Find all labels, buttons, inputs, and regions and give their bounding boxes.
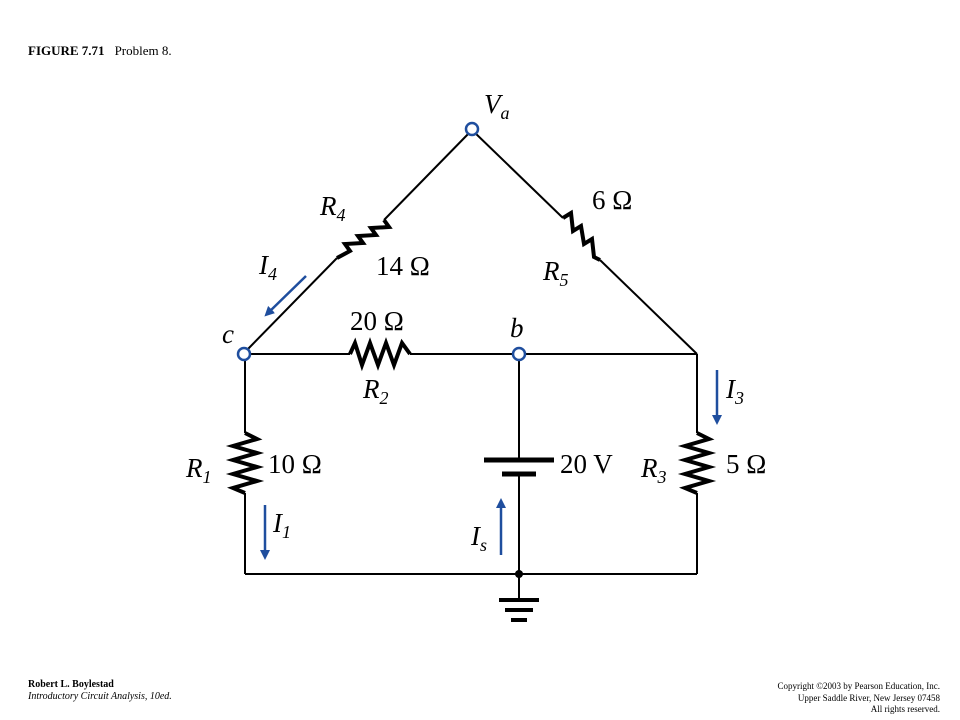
- resistors: [225, 209, 717, 495]
- node-c-label: c: [222, 319, 234, 349]
- r4-label: R4: [319, 191, 346, 225]
- node-b-terminal: [511, 346, 527, 362]
- node-c-terminal: [236, 346, 252, 362]
- figure-number: FIGURE 7.71: [28, 43, 105, 58]
- wires: [244, 129, 698, 600]
- arrow-i4: [264, 275, 307, 317]
- figure-caption: FIGURE 7.71 Problem 8.: [28, 43, 172, 59]
- r2-label: R2: [362, 374, 389, 408]
- resistor-r4-zigzag: [336, 218, 393, 260]
- i1-label: I1: [272, 508, 291, 542]
- r5-label: R5: [542, 256, 569, 290]
- resistor-r2-zigzag: [348, 337, 412, 372]
- r1-label: R1: [185, 453, 212, 487]
- wire-va-r4: [383, 129, 473, 221]
- address-line: Upper Saddle River, New Jersey 07458: [797, 692, 940, 703]
- r4-value: 14 Ω: [376, 251, 430, 281]
- resistor-r5-zigzag: [561, 209, 601, 262]
- resistor-r1-zigzag: [225, 431, 265, 495]
- wire-r5-right: [599, 259, 698, 355]
- r5-value: 6 Ω: [592, 185, 632, 215]
- node-a-label: Va: [484, 89, 510, 123]
- problem-label: Problem 8.: [114, 43, 172, 58]
- node-a-terminal: [464, 121, 480, 137]
- resistor-r3-zigzag: [677, 431, 717, 495]
- footer-author: Robert L. Boylestad: [28, 679, 114, 690]
- is-label: Is: [470, 521, 487, 555]
- junction-dot-bottom: [515, 570, 523, 578]
- r3-label: R3: [640, 453, 667, 487]
- wire-va-r5: [471, 129, 564, 219]
- r1-value: 10 Ω: [268, 449, 322, 479]
- r2-value: 20 Ω: [350, 306, 404, 336]
- copyright-line: Copyright ©2003 by Pearson Education, In…: [777, 681, 940, 691]
- wire-r4-c: [246, 257, 338, 351]
- footer-book-title: Introductory Circuit Analysis, 10ed.: [28, 691, 172, 702]
- source-value: 20 V: [560, 449, 613, 479]
- rights-line: All rights reserved.: [870, 704, 940, 714]
- r3-value: 5 Ω: [726, 449, 766, 479]
- footer-copyright: Copyright ©2003 by Pearson Education, In…: [777, 681, 940, 716]
- i3-label: I3: [725, 374, 744, 408]
- node-b-label: b: [510, 313, 524, 343]
- labels: Va c b R4 14 Ω 6 Ω R5 20 Ω R2 R1 10 Ω R3…: [185, 89, 766, 555]
- current-arrows: [260, 275, 722, 560]
- ground-symbol: [499, 598, 539, 622]
- i4-label: I4: [258, 250, 277, 284]
- node-terminals: [236, 121, 527, 362]
- footer-credits: Robert L. Boylestad Introductory Circuit…: [28, 679, 172, 703]
- battery-symbol: [484, 457, 554, 477]
